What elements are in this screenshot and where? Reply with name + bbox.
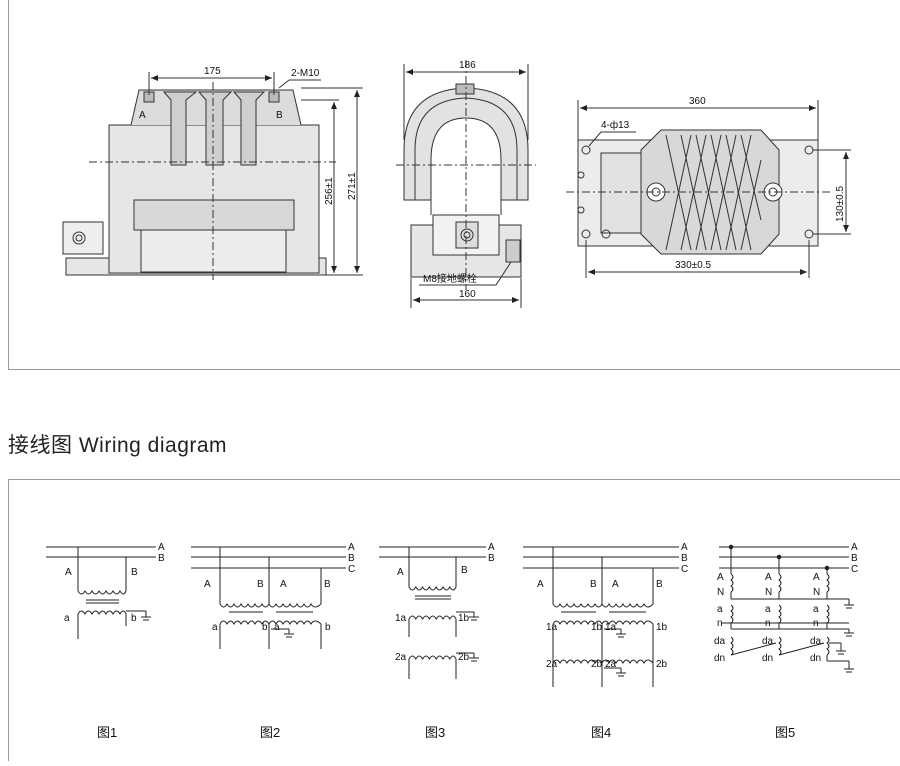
fig4-secondary-1b-2: 1b [656,622,668,633]
front-view [396,60,536,308]
fig4-line-a: A [681,542,688,553]
fig4-secondary-1b-1: 1b [591,622,603,633]
dim-360-label: 360 [689,96,706,107]
fig5-col1-N: N [717,587,724,598]
fig3-primary-a: A [397,567,404,578]
dimension-drawings-panel: 175 2-M10 A B 256±1 271±1 186 M8接地螺栓 160 [8,0,900,370]
figure-5 [719,544,854,673]
dim-271-label: 271±1 [347,172,358,200]
dim-160-label: 160 [459,289,476,300]
dim-130-label: 130±0.5 [835,185,846,222]
fig2-line-c: C [348,564,355,575]
fig1-line-b: B [158,553,165,564]
fig1-primary-b: B [131,567,138,578]
figure-3 [379,546,486,679]
fig4-primary-a2: A [612,579,619,590]
fig4-secondary-2b-1: 2b [591,659,603,670]
fig2-secondary-b2: b [325,622,331,633]
section-title: 接线图 Wiring diagram [8,434,228,457]
fig5-row-labels: A A A N N N a a a n n n da da da dn dn d… [714,572,822,664]
fig5-line-c: C [851,564,858,575]
fig4-line-b: B [681,553,688,564]
fig4-primary-a1: A [537,579,544,590]
fig4-primary-b2: B [656,579,663,590]
fig5-col2-a: a [765,604,771,615]
fig5-col1-da: da [714,636,726,647]
fig2-primary-b2: B [324,579,331,590]
fig5-col3-dn: dn [810,653,821,664]
fig3-line-b: B [488,553,495,564]
fig2-primary-a1: A [204,579,211,590]
fig4-secondary-2b-2: 2b [656,659,668,670]
fig4-secondary-2a-2: 2a [605,659,617,670]
fig4-line-c: C [681,564,688,575]
fig3-secondary-1a: 1a [395,613,407,624]
fig3-primary-b: B [461,565,468,576]
fig5-col2-n: n [765,618,771,629]
fig2-primary-a2: A [280,579,287,590]
fig5-col2-N: N [765,587,772,598]
fig3-secondary-2a: 2a [395,652,407,663]
fig4-secondary-1a-1: 1a [546,622,558,633]
fig5-col1-A: A [717,572,724,583]
figure-2 [191,546,346,649]
fig5-col2-A: A [765,572,772,583]
dim-330-label: 330±0.5 [675,260,712,271]
fig5-col3-A: A [813,572,820,583]
fig1-caption: 图1 [97,725,117,740]
dim-256-label: 256±1 [324,177,335,205]
figure-1 [46,546,156,639]
fig3-secondary-2b: 2b [458,652,470,663]
fig5-line-b: B [851,553,858,564]
fig4-caption: 图4 [591,725,611,740]
fig4-secondary-2a-1: 2a [546,659,558,670]
fig5-col1-n: n [717,618,723,629]
fig5-col1-a: a [717,604,723,615]
fig2-primary-b1: B [257,579,264,590]
bolt-spec-label: 2-M10 [291,68,320,79]
ground-bolt-label: M8接地螺栓 [423,272,477,285]
fig5-col2-dn: dn [762,653,773,664]
fig4-secondary-1a-2: 1a [605,622,617,633]
wiring-diagrams-panel: A B A B a b 图1 A B C A B A B a b a b 图2 … [8,479,900,761]
fig5-line-a: A [851,542,858,553]
fig1-line-a: A [158,542,165,553]
fig1-secondary-a: a [64,613,70,624]
side-terminal-a: A [139,110,146,121]
side-terminal-b: B [276,110,283,121]
fig5-col2-da: da [762,636,774,647]
fig2-caption: 图2 [260,725,280,740]
fig2-line-b: B [348,553,355,564]
holes-spec-label: 4-ф13 [601,119,630,131]
side-view [62,72,363,280]
fig5-col3-da: da [810,636,822,647]
top-view [566,100,851,278]
fig1-secondary-b: b [131,613,137,624]
fig2-line-a: A [348,542,355,553]
fig3-secondary-1b: 1b [458,613,470,624]
fig5-caption: 图5 [775,725,795,740]
dim-186-label: 186 [459,60,476,71]
fig3-caption: 图3 [425,725,445,740]
fig2-secondary-a1: a [212,622,218,633]
fig5-col3-n: n [813,618,819,629]
fig2-secondary-a2: a [274,622,280,633]
fig5-col3-N: N [813,587,820,598]
fig3-line-a: A [488,542,495,553]
figure-4 [523,546,679,687]
fig1-primary-a: A [65,567,72,578]
fig4-primary-b1: B [590,579,597,590]
dim-175-label: 175 [204,66,221,77]
fig5-col1-dn: dn [714,653,725,664]
dimension-drawings: 175 2-M10 A B 256±1 271±1 186 M8接地螺栓 160 [62,60,851,308]
wiring-diagrams: A B A B a b 图1 A B C A B A B a b a b 图2 … [46,542,858,740]
fig2-secondary-b1: b [262,622,268,633]
fig5-col3-a: a [813,604,819,615]
